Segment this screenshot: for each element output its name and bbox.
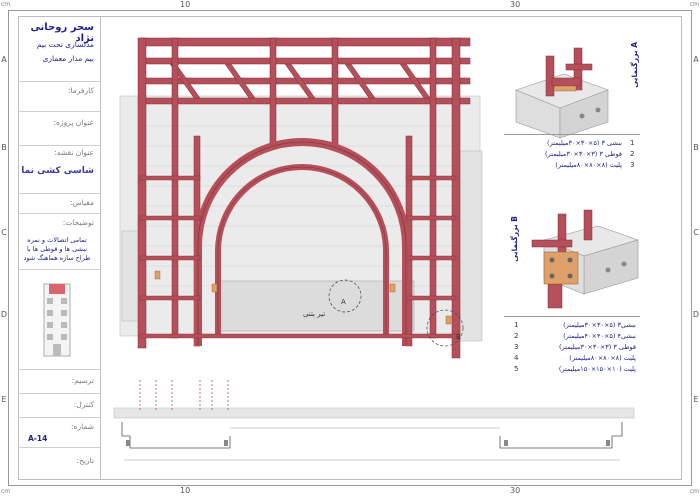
side-letter: E xyxy=(1,395,7,404)
part-item: نبشی۳ (۵×۳۰×۳۰میلیمتر) xyxy=(563,321,636,329)
unit-label: cm xyxy=(689,488,699,495)
key-plan-row xyxy=(18,270,100,370)
ruler-number: 30 xyxy=(510,0,521,9)
drawn-row: ترسیم: xyxy=(18,370,100,394)
side-letter: B xyxy=(693,143,699,152)
part-number: 1 xyxy=(514,321,519,329)
ruler-number: 10 xyxy=(180,0,191,9)
plan-section-strip xyxy=(100,380,640,470)
detail-panel: بزرگنمایی A 1 2 3 نبشی ۳ (۵×۳۰×۳۰میلیمتر… xyxy=(504,16,640,396)
side-letter: D xyxy=(692,310,700,319)
detail-b-drawing xyxy=(531,209,639,309)
ruler-number: 10 xyxy=(180,486,191,495)
header-line-1: مدلسازی تحت بیم xyxy=(36,40,94,49)
part-item: پلیت (۸×۸۰×۸۰میلیمتر) xyxy=(569,354,636,362)
part-number: 1 xyxy=(630,139,635,147)
side-letter: C xyxy=(693,228,699,237)
designer-header: سحر روحانی نژاد مدلسازی تحت بیم بیم مدار… xyxy=(18,16,100,82)
check-row: کنترل: xyxy=(18,394,100,418)
side-letter: B xyxy=(1,143,7,152)
date-row: تاریخ: xyxy=(18,448,100,480)
part-item: پلیت (۸×۸۰×۸۰میلیمتر) xyxy=(555,161,622,169)
detail-b-tab: بزرگنمایی B xyxy=(510,216,519,262)
part-item: نبشی۴ (۵×۴۰×۴۰میلیمتر) xyxy=(563,332,636,340)
date-label: تاریخ: xyxy=(76,456,94,465)
side-letter: E xyxy=(693,395,699,404)
ruler-number: 30 xyxy=(510,486,521,495)
callout-b: B xyxy=(456,333,461,341)
number-label: شماره: xyxy=(71,422,94,431)
sheet-title-label: عنوان نقشه: xyxy=(54,148,94,157)
drawing-border xyxy=(18,16,682,480)
unit-label: cm xyxy=(689,1,699,8)
unit-label: cm xyxy=(1,1,11,8)
employer-row: کارفرما: xyxy=(18,82,100,112)
part-number: 2 xyxy=(630,150,635,158)
part-number: 4 xyxy=(514,354,519,362)
header-line-2: بیم مدار معماری xyxy=(42,54,94,63)
notes-text: تمامی اتصالات و نمره نبشی ها و قوطی ها ب… xyxy=(23,236,91,262)
sheet-title-value: شاسی کشی نما xyxy=(21,166,94,176)
plan-section-drawing xyxy=(113,380,635,461)
part-number: 2 xyxy=(514,332,519,340)
scale-label: مقیاس: xyxy=(69,198,94,207)
facade-frame-3d-view: تیر بتنی A B xyxy=(100,16,504,380)
key-plan xyxy=(32,278,82,358)
notes-label: توضیحات: xyxy=(62,218,94,227)
sheet-title-row: عنوان نقشه: شاسی کشی نما xyxy=(18,146,100,194)
part-number: 3 xyxy=(630,161,635,169)
bottom-ruler: 10 30 xyxy=(8,486,692,496)
check-label: کنترل: xyxy=(73,400,94,409)
detail-b-numbers: 1 2 3 4 5 xyxy=(514,320,518,375)
detail-a-parts: نبشی ۳ (۵×۳۰×۳۰میلیمتر) قوطی ۳ (۳×۳۰×۳۰م… xyxy=(545,138,622,171)
title-block: سحر روحانی نژاد مدلسازی تحت بیم بیم مدار… xyxy=(18,16,101,480)
side-letter: D xyxy=(0,310,8,319)
detail-a-drawing xyxy=(515,47,609,139)
sheet-number: A-14 xyxy=(28,434,48,443)
number-row: شماره: A-14 xyxy=(18,418,100,448)
concrete-beam-label: تیر بتنی xyxy=(303,310,326,318)
part-number: 5 xyxy=(514,365,519,373)
side-letter: C xyxy=(1,228,7,237)
side-letter: A xyxy=(1,55,7,64)
detail-a-divider xyxy=(504,134,640,135)
side-letter: A xyxy=(693,55,699,64)
part-item: پلیت (۱۰×۱۵۰×۱۵۰میلیمتر) xyxy=(558,365,636,373)
notes-row: توضیحات: تمامی اتصالات و نمره نبشی ها و … xyxy=(18,214,100,270)
sheet-frame xyxy=(8,10,692,486)
drawn-label: ترسیم: xyxy=(71,376,94,385)
detail-a-tab: بزرگنمایی A xyxy=(630,42,639,88)
project-row: عنوان پروژه: xyxy=(18,112,100,146)
building-key-plan-icon xyxy=(43,283,71,357)
project-label: عنوان پروژه: xyxy=(53,118,94,127)
employer-label: کارفرما: xyxy=(67,86,94,95)
detail-b-divider xyxy=(504,316,640,317)
part-item: قوطی ۳ (۳×۳۰×۳۰میلیمتر) xyxy=(544,150,622,158)
part-item: قوطی ۳ (۳×۳۰×۳۰میلیمتر) xyxy=(558,343,636,351)
unit-label: cm xyxy=(1,488,11,495)
steel-frame-drawing xyxy=(119,37,483,359)
top-ruler: 10 30 xyxy=(8,0,692,10)
designer-name: سحر روحانی نژاد xyxy=(30,22,94,44)
part-number: 3 xyxy=(514,343,519,351)
detail-a-numbers: 1 2 3 xyxy=(630,138,634,171)
detail-b-parts: نبشی۳ (۵×۳۰×۳۰میلیمتر) نبشی۴ (۵×۴۰×۴۰میل… xyxy=(559,320,636,375)
callout-a: A xyxy=(341,298,346,306)
part-item: نبشی ۳ (۵×۳۰×۳۰میلیمتر) xyxy=(547,139,622,147)
scale-row: مقیاس: xyxy=(18,194,100,214)
